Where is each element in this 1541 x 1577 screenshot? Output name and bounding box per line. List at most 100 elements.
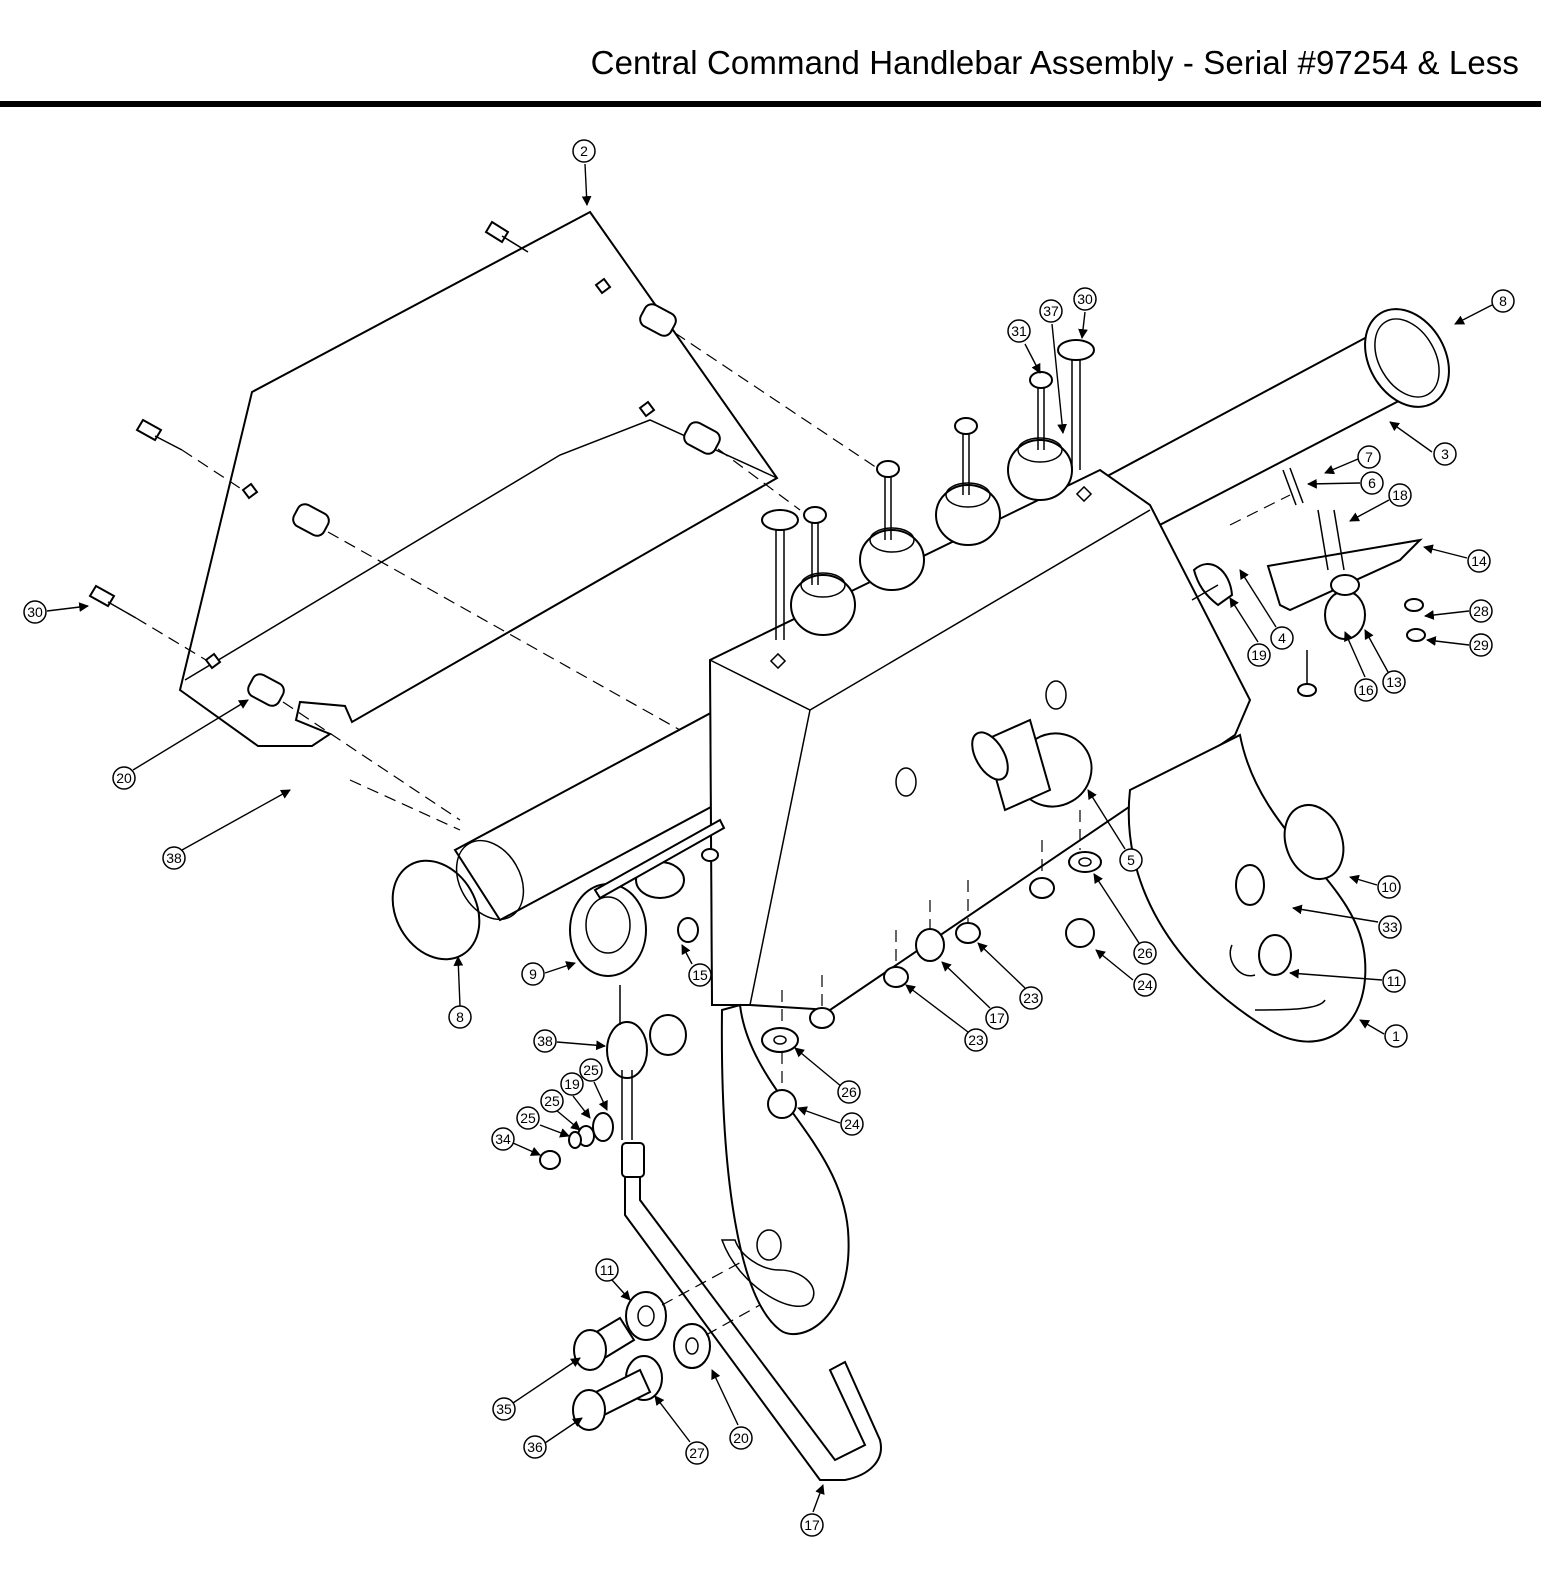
callout-1: 1 [1359,1019,1408,1048]
callout-13: 14 [1423,544,1491,573]
callout-34: 35 [492,1357,581,1421]
callout-26-right: 26 [1093,873,1157,965]
svg-text:25: 25 [520,1110,536,1126]
svg-text:30: 30 [27,604,43,620]
callout-5: 5 [1087,789,1143,872]
callout-25-top: 25 [579,1058,608,1111]
svg-text:4: 4 [1278,630,1286,646]
callout-24-left: 24 [797,1106,864,1136]
callout-11-bottom: 11 [595,1258,631,1301]
callout-27: 27 [654,1395,709,1465]
svg-text:38: 38 [537,1033,553,1049]
callout-22: 20 [711,1369,753,1450]
callout-14: 16 [1344,631,1378,702]
svg-text:29: 29 [1473,637,1489,653]
callout-21: 19 [1229,597,1271,667]
callout-2: 2 [572,139,596,206]
callout-10: 10 [1349,874,1401,899]
callout-16: 17 [800,1484,825,1537]
svg-text:18: 18 [1392,487,1408,503]
svg-text:11: 11 [1387,973,1402,989]
svg-text:8: 8 [1499,293,1507,309]
callout-26-left: 26 [794,1047,861,1104]
callout-35: 36 [523,1417,583,1459]
svg-text:28: 28 [1473,603,1489,619]
callout-11-right: 11 [1289,968,1406,993]
assembly-lines [88,210,1450,1481]
callout-31: 31 [1007,319,1041,374]
svg-text:26: 26 [841,1084,857,1100]
svg-text:19: 19 [1251,647,1267,663]
callout-33: 34 [491,1127,541,1156]
svg-text:14: 14 [1471,553,1487,569]
svg-text:6: 6 [1368,475,1376,491]
svg-text:11: 11 [600,1262,615,1278]
callout-38-bottom: 38 [533,1029,606,1053]
svg-text:20: 20 [733,1430,749,1446]
hardware [761,810,1102,1119]
bottom-hardware [572,1259,761,1431]
callout-12: 13 [1364,629,1406,694]
svg-text:36: 36 [527,1439,543,1455]
svg-text:27: 27 [689,1445,705,1461]
svg-text:19: 19 [564,1076,580,1092]
callout-15: 15 [681,944,712,987]
callout-20: 18 [1349,483,1412,522]
callout-23-left: 23 [905,984,988,1052]
callout-24-right: 24 [1095,949,1157,997]
svg-text:25: 25 [583,1062,599,1078]
callout-3: 3 [1389,421,1457,466]
svg-text:5: 5 [1127,852,1135,868]
key-switch [971,718,1093,812]
svg-text:20: 20 [116,770,132,786]
title-rule [0,101,1541,107]
svg-text:9: 9 [529,966,537,982]
callout-9: 9 [521,961,576,986]
callout-28: 28 [1424,599,1493,623]
svg-text:16: 16 [1358,682,1374,698]
svg-text:33: 33 [1382,919,1398,935]
callout-36: 30 [1073,287,1097,339]
callout-bubbles: 2 8 30 37 31 3 7 [23,139,1515,1537]
knob-stack [761,339,1095,640]
svg-text:17: 17 [989,1010,1005,1026]
callout-6: 6 [1307,471,1384,495]
callout-8-bottom: 8 [448,956,472,1029]
callout-30: 30 [23,600,89,624]
svg-text:8: 8 [456,1009,464,1025]
svg-text:17: 17 [804,1517,820,1533]
svg-text:38: 38 [166,850,182,866]
svg-text:3: 3 [1441,446,1449,462]
svg-text:23: 23 [1023,990,1039,1006]
svg-text:23: 23 [968,1032,984,1048]
svg-text:13: 13 [1386,674,1402,690]
callout-8-top: 8 [1454,289,1515,325]
handlebar-tube [391,308,1450,961]
pedal-rod [621,1142,882,1481]
page-title: Central Command Handlebar Assembly - Ser… [590,44,1519,81]
callout-23-right: 23 [977,942,1043,1010]
svg-text:30: 30 [1077,291,1093,307]
callout-18: 20 [112,699,249,790]
callout-32: 33 [1292,904,1402,939]
callout-37: 37 [1039,299,1067,434]
svg-text:25: 25 [544,1093,560,1109]
svg-text:2: 2 [580,143,588,159]
callout-25-left: 25 [516,1106,570,1138]
svg-text:10: 10 [1381,879,1397,895]
svg-text:24: 24 [1137,977,1153,993]
svg-text:35: 35 [496,1401,512,1417]
svg-text:15: 15 [692,967,708,983]
callout-17: 19 [560,1072,591,1119]
svg-text:7: 7 [1365,449,1373,465]
svg-text:31: 31 [1011,323,1027,339]
svg-text:1: 1 [1392,1028,1400,1044]
callout-29: 29 [1426,633,1493,657]
callout-7: 7 [1324,445,1381,475]
callout-38-top: 38 [162,789,291,870]
callout-25-mid: 25 [540,1089,581,1131]
console-plate [178,210,779,747]
callout-4: 4 [1239,569,1294,650]
console-bolts [88,220,721,707]
